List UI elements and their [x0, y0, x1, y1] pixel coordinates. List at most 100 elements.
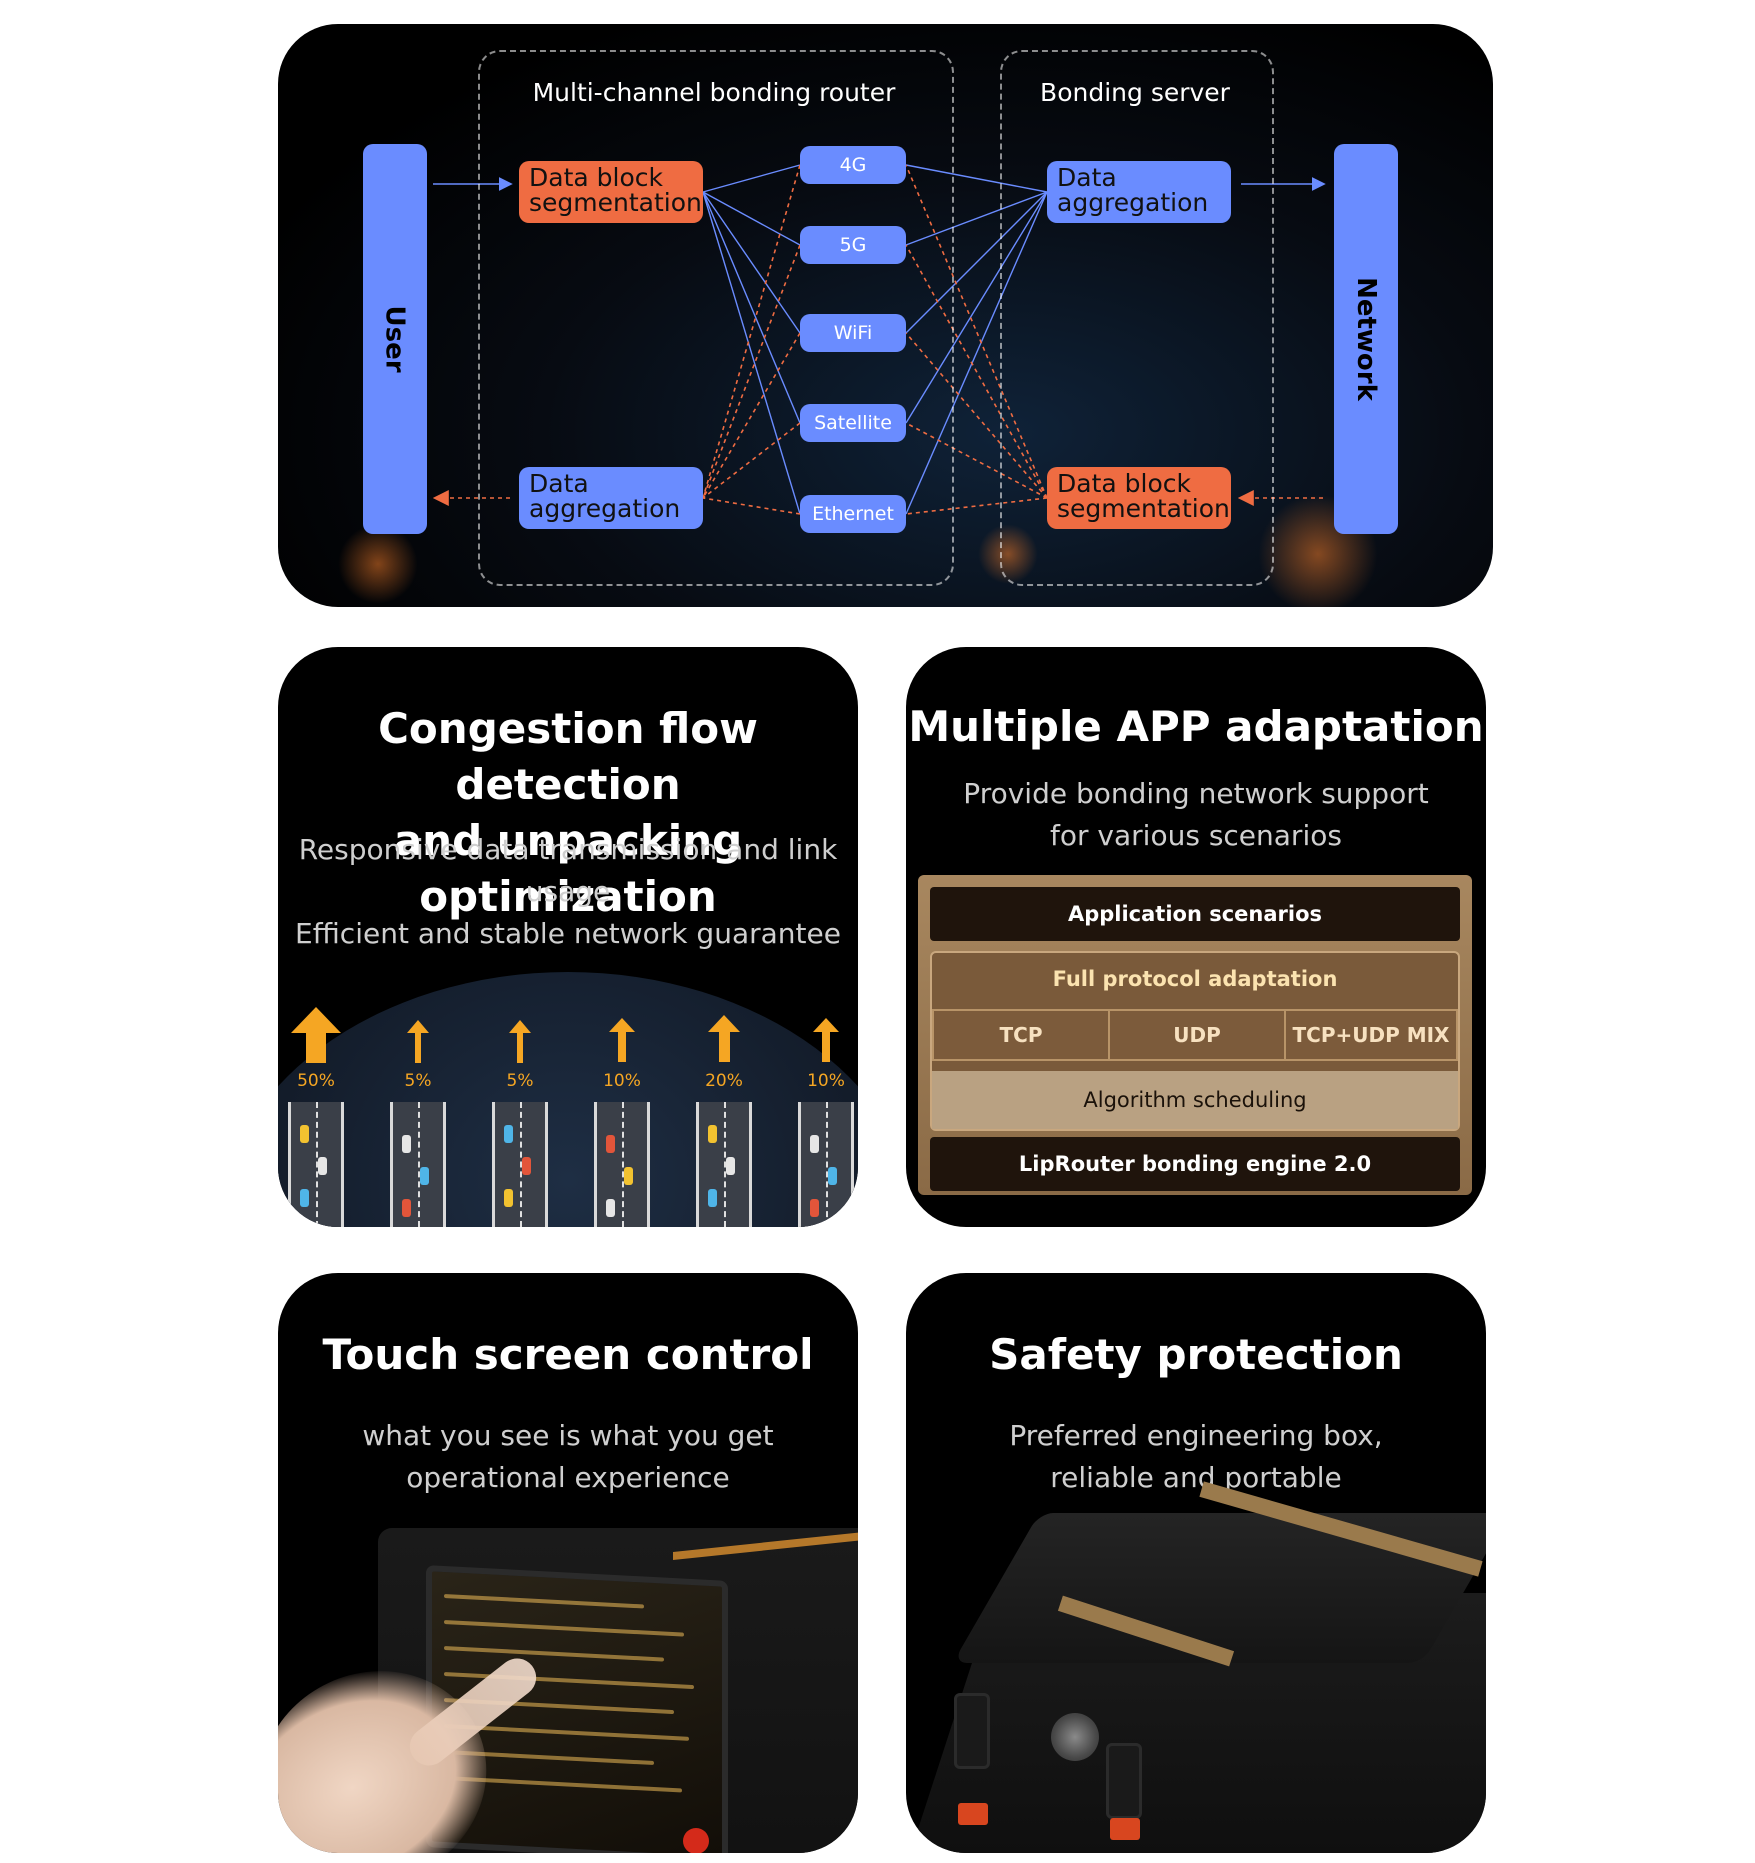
car-icon	[810, 1135, 819, 1153]
globe-dome	[278, 972, 858, 1227]
traffic-share-arrow-icon	[407, 1019, 430, 1063]
link-router-out	[702, 191, 801, 246]
case-latch-red	[1110, 1818, 1140, 1840]
title-line: and unpacking optimization	[393, 816, 743, 921]
subtitle-line: reliable and portable	[1050, 1461, 1342, 1494]
server-group-box	[1000, 50, 1274, 586]
link-router-out	[702, 191, 801, 424]
case-latch	[1106, 1743, 1142, 1819]
traffic-lane	[594, 1102, 650, 1227]
subtitle-line: Preferred engineering box,	[1009, 1419, 1383, 1452]
protocol-tcp-udp-mix: TCP+UDP MIX	[1284, 1009, 1458, 1061]
arrow-shaft	[618, 1032, 626, 1063]
connection-lines	[432, 164, 1326, 515]
node-line: Data block	[529, 163, 663, 192]
car-icon	[726, 1157, 735, 1175]
touch-title: Touch screen control	[322, 1330, 814, 1379]
channel-satellite: Satellite	[800, 404, 906, 442]
car-icon	[402, 1199, 411, 1217]
subtitle-line: for various scenarios	[1050, 819, 1342, 852]
protocol-stack: Application scenarios Full protocol adap…	[918, 875, 1472, 1195]
traffic-share-label: 50%	[297, 1071, 335, 1091]
engineering-case-lid	[952, 1513, 1486, 1663]
link-server-in	[905, 164, 1048, 193]
arrow-head	[407, 1019, 429, 1033]
arrow-head	[509, 1019, 531, 1033]
screen-line	[444, 1646, 664, 1662]
touch-subtitle: what you see is what you get operational…	[278, 1415, 858, 1499]
network-bar: Network	[1334, 144, 1398, 534]
server-title: Bonding server	[1040, 78, 1230, 107]
traffic-lane	[492, 1102, 548, 1227]
algorithm-scheduling-layer: Algorithm scheduling	[932, 1071, 1458, 1129]
safety-subtitle: Preferred engineering box, reliable and …	[906, 1415, 1486, 1499]
node-line: Data	[1057, 163, 1117, 192]
subtitle-line: Efficient and stable network guarantee	[295, 917, 841, 950]
link-router-in	[702, 244, 801, 499]
apps-subtitle: Provide bonding network support for vari…	[906, 773, 1486, 857]
traffic-share-label: 10%	[603, 1071, 641, 1091]
arrow-head	[708, 1015, 740, 1033]
power-button-icon	[683, 1828, 709, 1853]
congestion-title: Congestion flow detection and unpacking …	[278, 701, 858, 925]
user-bar: User	[363, 144, 427, 534]
channel-5g: 5G	[800, 226, 906, 264]
traffic-lane	[288, 1102, 344, 1227]
car-icon	[708, 1189, 717, 1207]
link-server-out	[905, 244, 1048, 499]
traffic-share-arrow-icon	[509, 1019, 532, 1063]
traffic-share-arrow-icon	[609, 1018, 635, 1063]
link-server-in	[905, 191, 1048, 246]
car-icon	[624, 1167, 633, 1185]
car-icon	[318, 1157, 327, 1175]
car-icon	[420, 1167, 429, 1185]
subtitle-line: operational experience	[406, 1461, 730, 1494]
case-latch	[954, 1693, 990, 1769]
router-segmentation-node: Data block segmentation	[519, 161, 703, 223]
congestion-subtitle: Responsive data transmission and link us…	[278, 829, 858, 955]
subtitle-line: Provide bonding network support	[963, 777, 1429, 810]
traffic-lane	[390, 1102, 446, 1227]
application-scenarios-layer: Application scenarios	[930, 887, 1460, 941]
car-icon	[504, 1125, 513, 1143]
full-protocol-label: Full protocol adaptation	[1052, 967, 1338, 991]
apps-title: Multiple APP adaptation	[908, 702, 1484, 751]
channel-ethernet: Ethernet	[800, 495, 906, 533]
link-server-out	[905, 422, 1048, 499]
subtitle-line: what you see is what you get	[362, 1419, 774, 1452]
traffic-share-arrow-icon	[708, 1015, 740, 1063]
safety-title: Safety protection	[989, 1330, 1403, 1379]
node-line: segmentation	[529, 188, 702, 217]
car-icon	[402, 1135, 411, 1153]
link-router-out	[702, 191, 801, 515]
user-label: User	[380, 305, 411, 373]
traffic-share-label: 5%	[506, 1071, 534, 1091]
link-server-in	[905, 191, 1048, 424]
link-router-in	[702, 164, 801, 499]
traffic-share-label: 5%	[404, 1071, 432, 1091]
link-server-in	[905, 191, 1048, 334]
arrow-shaft	[822, 1032, 830, 1063]
link-server-in	[905, 191, 1048, 515]
node-line: aggregation	[529, 494, 681, 523]
protocol-udp: UDP	[1108, 1009, 1286, 1061]
router-title: Multi-channel bonding router	[532, 78, 896, 107]
car-icon	[828, 1167, 837, 1185]
bokeh-light	[338, 524, 418, 604]
pressure-valve-icon	[1051, 1713, 1099, 1761]
router-aggregation-node: Data aggregation	[519, 467, 703, 529]
car-icon	[606, 1199, 615, 1217]
arrow-head	[291, 1007, 341, 1033]
traffic-share-arrow-icon	[813, 1018, 839, 1063]
channel-wifi: WiFi	[800, 314, 906, 352]
safety-panel: Safety protection Preferred engineering …	[906, 1273, 1486, 1853]
car-icon	[522, 1157, 531, 1175]
car-icon	[606, 1135, 615, 1153]
car-icon	[300, 1125, 309, 1143]
arrow-head	[813, 1018, 839, 1033]
server-aggregation-node: Data aggregation	[1047, 161, 1231, 223]
bonding-engine-layer: LipRouter bonding engine 2.0	[930, 1137, 1460, 1191]
node-line: aggregation	[1057, 188, 1209, 217]
link-router-in	[702, 497, 801, 515]
traffic-share-label: 10%	[807, 1071, 845, 1091]
